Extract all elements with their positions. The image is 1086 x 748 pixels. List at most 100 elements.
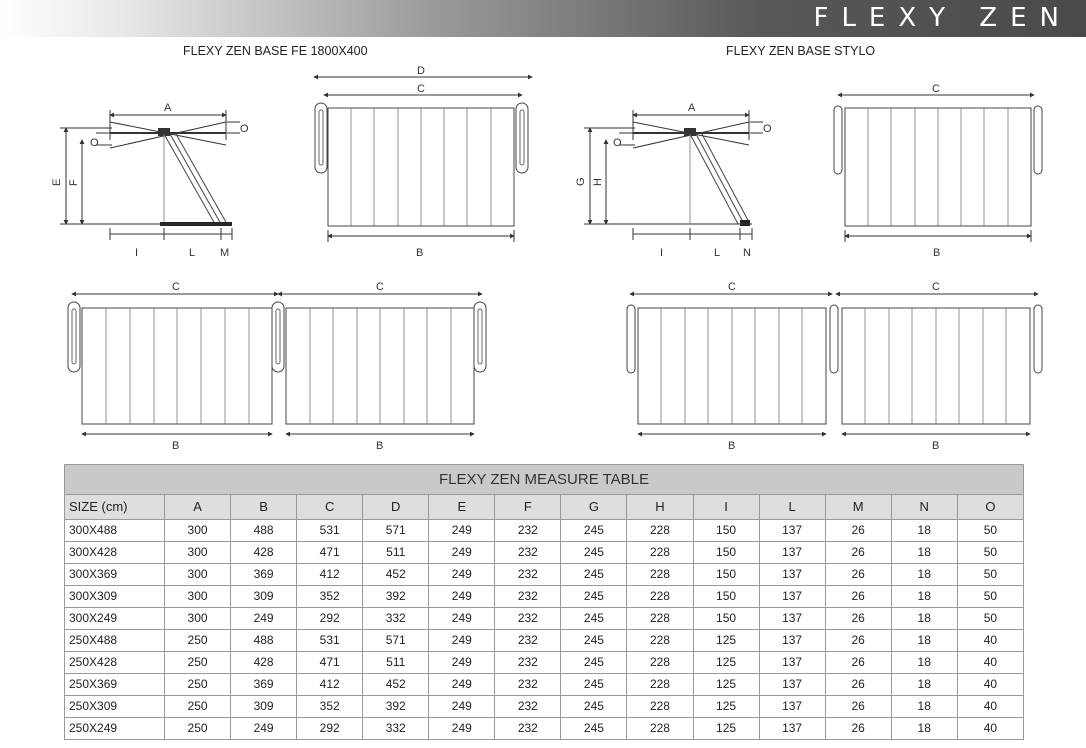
measure-cell: 300 [163,607,232,630]
measure-cell: 249 [428,695,496,718]
right-front-view: C B [833,83,1043,259]
label-i-right: I [660,247,663,259]
measure-cell: 18 [890,695,958,718]
measure-cell: 40 [956,673,1025,696]
column-header: N [890,494,958,520]
left-double-view: C C B B [67,281,487,452]
measure-cell: 137 [758,541,826,564]
label-l-right: L [714,247,720,259]
label-m: M [220,247,229,259]
left-side-view: A O O E F I L M [51,102,249,259]
measure-cell: 40 [956,717,1025,740]
measure-cell: 150 [692,519,760,542]
label-o-right: O [240,123,249,135]
measure-cell: 18 [890,563,958,586]
measure-cell: 249 [428,673,496,696]
measure-cell: 511 [362,541,430,564]
measure-cell: 249 [428,585,496,608]
column-header: C [296,494,364,520]
label-h: H [592,178,604,186]
measure-cell: 452 [362,673,430,696]
column-header: B [230,494,298,520]
measure-cell: 228 [626,651,694,674]
column-header: D [362,494,430,520]
measure-cell: 245 [560,541,628,564]
brand-title: FLEXY ZEN [813,3,1072,33]
label-n: N [743,247,751,259]
measure-cell: 531 [296,519,364,542]
column-header: L [758,494,826,520]
measure-cell: 249 [230,607,298,630]
measure-cell: 250 [163,695,232,718]
measure-cell: 125 [692,629,760,652]
size-cell: 250X369 [64,673,165,696]
label-d: D [417,65,425,77]
measure-cell: 50 [956,541,1025,564]
measure-cell: 352 [296,585,364,608]
measure-cell: 245 [560,629,628,652]
size-cell: 300X249 [64,607,165,630]
measure-cell: 18 [890,717,958,740]
measure-cell: 249 [428,541,496,564]
measure-cell: 369 [230,563,298,586]
measure-cell: 137 [758,607,826,630]
measure-cell: 137 [758,629,826,652]
size-cell: 250X249 [64,717,165,740]
column-header: I [692,494,760,520]
measure-cell: 292 [296,607,364,630]
measure-cell: 309 [230,585,298,608]
label-l: L [189,247,195,259]
measure-cell: 309 [230,695,298,718]
measure-cell: 26 [824,673,892,696]
measure-cell: 50 [956,519,1025,542]
label-e: E [51,179,63,186]
measure-cell: 232 [494,563,562,586]
measure-cell: 428 [230,651,298,674]
measure-cell: 150 [692,541,760,564]
right-double-view: C C B B [626,281,1043,452]
label-o-left: O [90,137,99,149]
measure-cell: 232 [494,585,562,608]
label-c1-right: C [728,281,736,293]
measure-cell: 412 [296,563,364,586]
measure-cell: 26 [824,651,892,674]
measure-cell: 18 [890,541,958,564]
measure-cell: 228 [626,541,694,564]
measure-cell: 26 [824,519,892,542]
measure-cell: 228 [626,563,694,586]
measure-cell: 137 [758,717,826,740]
measure-cell: 245 [560,673,628,696]
column-header: M [824,494,892,520]
measure-cell: 18 [890,651,958,674]
measure-cell: 232 [494,519,562,542]
label-b-right: B [933,247,940,259]
measure-cell: 26 [824,607,892,630]
label-a: A [164,102,172,114]
label-c-right: C [932,83,940,95]
measure-cell: 245 [560,585,628,608]
measure-cell: 228 [626,585,694,608]
measure-cell: 245 [560,695,628,718]
measure-cell: 40 [956,651,1025,674]
label-f: F [68,179,80,186]
right-side-view: A O O G H I L N [575,102,772,259]
measure-cell: 249 [428,717,496,740]
measure-cell: 245 [560,717,628,740]
measure-cell: 245 [560,651,628,674]
label-b1-right: B [728,440,735,452]
label-a-right: A [688,102,696,114]
label-c2-right: C [932,281,940,293]
column-header: O [956,494,1025,520]
measure-cell: 26 [824,717,892,740]
column-header: A [163,494,232,520]
